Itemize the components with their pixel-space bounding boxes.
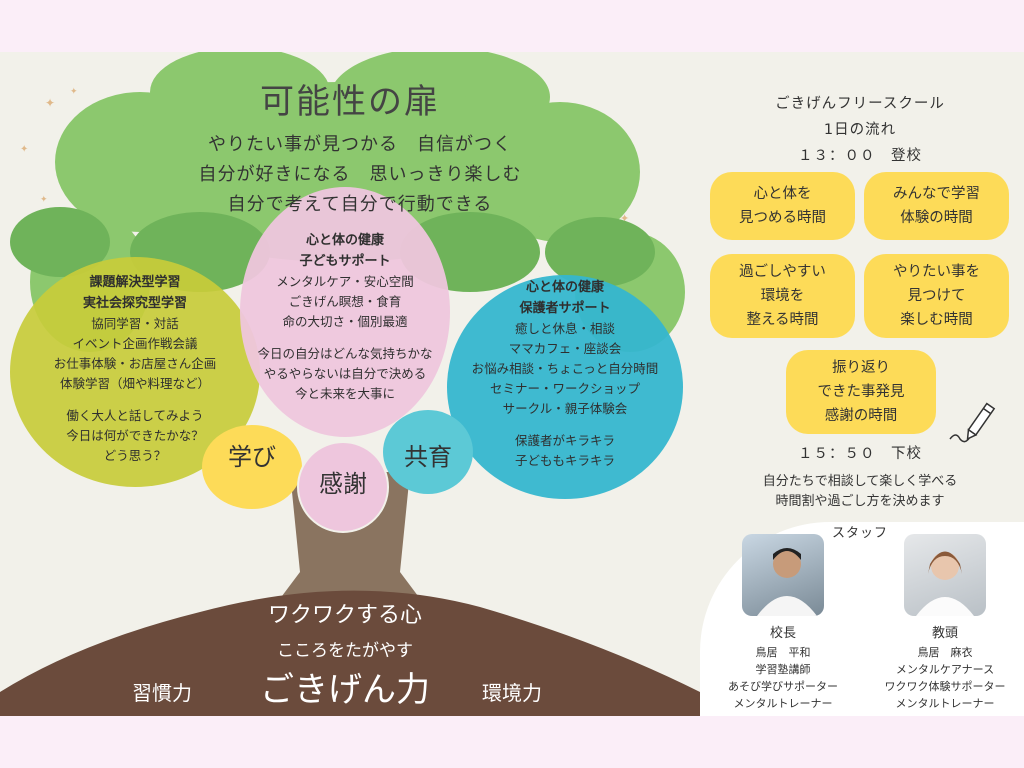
bubble-kansha: 感謝	[319, 470, 367, 498]
vice-principal-name: 鳥居 麻衣	[917, 646, 973, 659]
left-line: イベント企画作戦会議	[72, 336, 198, 351]
left-blob-text: 課題解決型学習 実社会探究型学習 協同学習・対話 イベント企画作戦会議 お仕事体…	[30, 272, 240, 466]
left-heading-1: 課題解決型学習	[89, 275, 181, 290]
vice-principal-avatar	[904, 534, 986, 616]
tree-illustration: ✦✦ ✦✦ ✦✦ ✦✦	[0, 52, 700, 716]
subtitle-line-2: 自分が好きになる 思いっきり楽しむ	[198, 164, 522, 185]
box-line: できた事発見	[817, 384, 905, 400]
svg-text:✦: ✦	[70, 87, 78, 97]
principal-title: 学習塾講師	[755, 663, 811, 676]
box-line: 感謝の時間	[824, 408, 898, 424]
bubble-kyoiku: 共育	[404, 443, 452, 471]
schedule-box-1: 心と体を見つめる時間	[710, 172, 855, 240]
schedule-box-4: やりたい事を見つけて楽しむ時間	[864, 254, 1009, 338]
note-line-2: 時間割や過ごし方を決めます	[775, 494, 945, 509]
center-line: 命の大切さ・個別最適	[282, 314, 408, 329]
center-blob-text: 心と体の健康 子どもサポート メンタルケア・安心空間 ごきげん瞑想・食育 命の大…	[245, 230, 445, 404]
svg-text:✦: ✦	[40, 195, 48, 205]
center-line: メンタルケア・安心空間	[276, 274, 414, 289]
right-blob-text: 心と体の健康 保護者サポート 癒しと休息・相談 ママカフェ・座談会 お悩み相談・…	[460, 277, 670, 471]
vice-principal-title: メンタルトレーナー	[895, 697, 995, 710]
left-line: 協同学習・対話	[91, 316, 179, 331]
principal-title: メンタルトレーナー	[733, 697, 833, 710]
box-line: やりたい事を	[893, 264, 980, 280]
center-line: ごきげん瞑想・食育	[288, 294, 402, 309]
ground-line-1: ワクワクする心	[267, 603, 422, 628]
left-heading-2: 実社会探究型学習	[82, 296, 187, 311]
center-extra: 今と未来を大事に	[294, 386, 395, 401]
vice-principal-title: ワクワク体験サポーター	[884, 680, 1006, 693]
box-line: 心と体を	[753, 186, 812, 202]
ground-main: ごきげん力	[260, 670, 430, 710]
vice-principal-title: メンタルケアナース	[895, 663, 995, 676]
center-heading-1: 心と体の健康	[305, 233, 384, 248]
svg-text:✦: ✦	[45, 96, 55, 110]
box-line: 環境を	[760, 288, 805, 304]
subtitle-line-1: やりたい事が見つかる 自信がつく	[208, 134, 512, 155]
box-line: 見つけて	[907, 288, 966, 304]
right-extra: 保護者がキラキラ	[514, 433, 615, 448]
center-heading-2: 子どもサポート	[299, 254, 391, 269]
ground-left: 習慣力	[132, 681, 192, 705]
right-line: セミナー・ワークショップ	[489, 381, 640, 396]
bubble-manabi: 学び	[228, 443, 276, 471]
pencil-icon	[949, 402, 996, 443]
box-line: 整える時間	[746, 312, 819, 328]
left-line: 体験学習（畑や料理など）	[59, 376, 210, 391]
schedule-box-2: みんなで学習体験の時間	[864, 172, 1009, 240]
box-line: みんなで学習	[893, 186, 980, 202]
principal-role: 校長	[769, 626, 796, 641]
right-line: 癒しと休息・相談	[514, 321, 615, 336]
principal-avatar	[742, 534, 824, 616]
right-heading-1: 心と体の健康	[525, 280, 604, 295]
box-line: 振り返り	[832, 360, 890, 376]
ground-line-2: こころをたがやす	[277, 641, 413, 661]
principal-title: あそび学びサポーター	[728, 680, 838, 693]
svg-text:✦: ✦	[620, 212, 629, 225]
poster-panel: ✦✦ ✦✦ ✦✦ ✦✦	[0, 52, 1024, 716]
box-line: 過ごしやすい	[739, 264, 826, 280]
subtitle-line-3: 自分で考えて自分で行動できる	[227, 194, 493, 215]
left-extra: どう思う？	[103, 448, 167, 463]
right-line: サークル・親子体験会	[502, 401, 628, 416]
box-line: 見つめる時間	[739, 210, 826, 226]
left-extra: 今日は何ができたかな？	[66, 428, 204, 443]
box-line: 体験の時間	[900, 210, 973, 226]
right-heading-2: 保護者サポート	[519, 301, 611, 316]
center-extra: やるやらないは自分で決める	[263, 366, 427, 381]
left-extra: 働く大人と話してみよう	[66, 408, 204, 423]
right-extra: 子どももキラキラ	[514, 453, 615, 468]
vice-principal-info: 鳥居 麻衣 メンタルケアナース ワクワク体験サポーター メンタルトレーナー	[870, 644, 1020, 712]
principal-name: 鳥居 平和	[755, 646, 811, 659]
left-line: お仕事体験・お店屋さん企画	[53, 356, 217, 371]
school-name: ごきげんフリースクール	[775, 96, 945, 112]
schedule-box-3: 過ごしやすい環境を整える時間	[710, 254, 855, 338]
box-line: 楽しむ時間	[900, 312, 973, 328]
ground-right: 環境力	[482, 681, 542, 705]
start-time: １３：００ 登校	[798, 148, 922, 164]
principal-info: 鳥居 平和 学習塾講師 あそび学びサポーター メンタルトレーナー	[713, 644, 853, 712]
vice-principal-role: 教頭	[931, 626, 958, 641]
svg-text:✦: ✦	[20, 144, 28, 155]
schedule-box-5: 振り返りできた事発見感謝の時間	[786, 350, 936, 434]
tree-title: 可能性の扉	[260, 82, 440, 122]
right-line: ママカフェ・座談会	[508, 341, 622, 356]
staff-heading: スタッフ	[831, 526, 888, 541]
right-line: お悩み相談・ちょこっと自分時間	[471, 361, 659, 376]
end-time: １５：５０ 下校	[798, 446, 922, 462]
center-extra: 今日の自分はどんな気持ちかな	[257, 346, 433, 361]
flow-title: 1日の流れ	[823, 122, 897, 138]
note-line-1: 自分たちで相談して楽しく学べる	[762, 474, 958, 489]
